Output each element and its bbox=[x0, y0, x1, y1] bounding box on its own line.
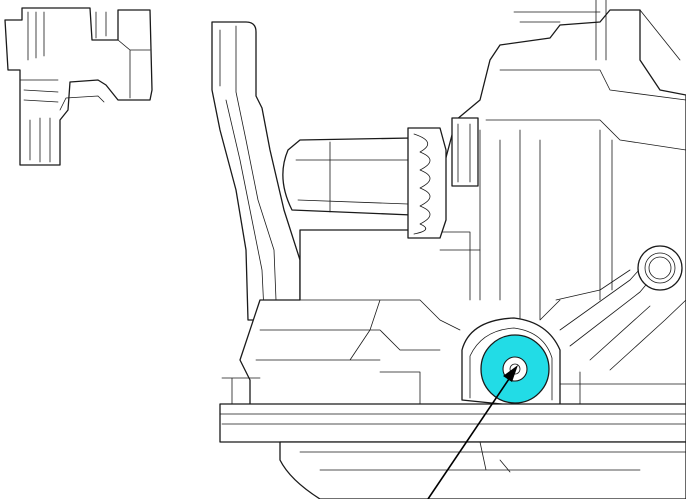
upper-left-bracket bbox=[4, 7, 153, 166]
pipe-boss bbox=[282, 137, 413, 216]
arm-bracket bbox=[211, 21, 301, 321]
oil-pan bbox=[279, 441, 686, 499]
leader-arrow bbox=[427, 365, 518, 499]
right-ribbed-bracket bbox=[555, 245, 686, 371]
drain-plug-boss bbox=[461, 317, 561, 411]
flange-plate bbox=[219, 371, 686, 443]
spring-clamp bbox=[407, 117, 479, 239]
